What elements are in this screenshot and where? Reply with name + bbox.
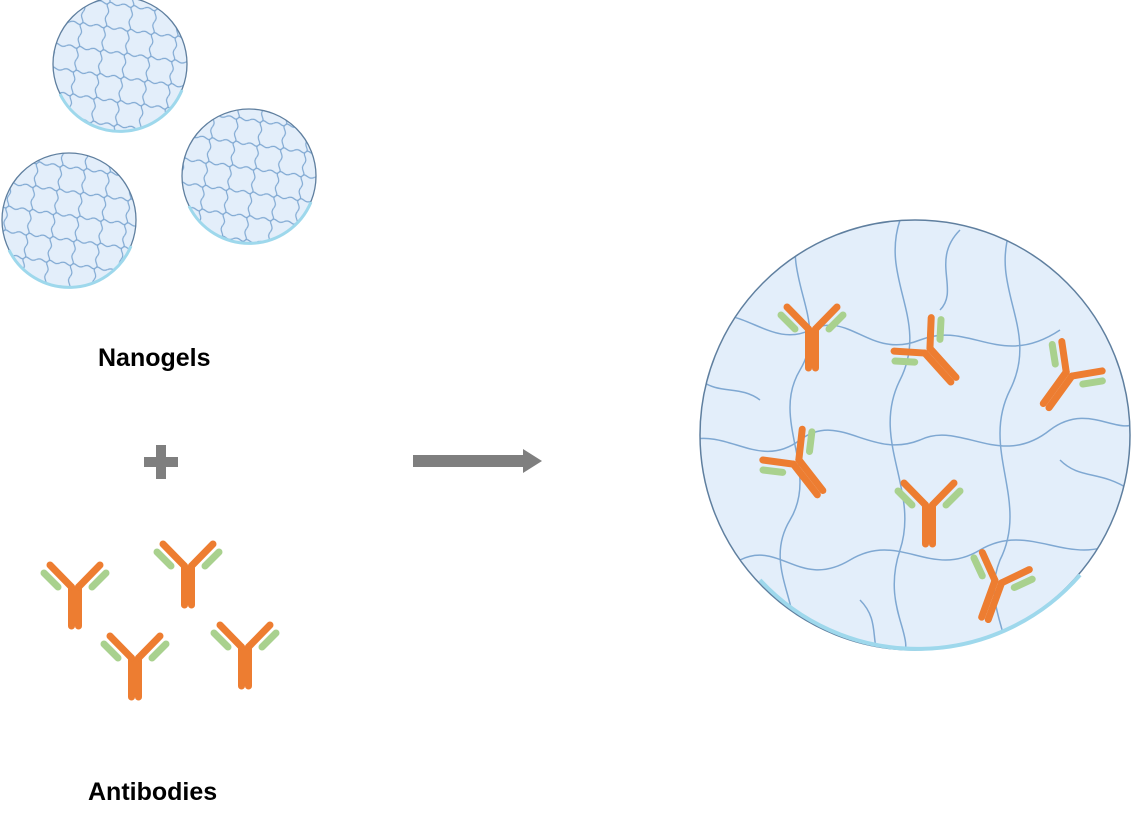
nanogel-particle-right [181, 108, 317, 245]
antibody-loaded-nanogel [699, 219, 1131, 651]
nanogel-particle-left [1, 152, 137, 289]
nanogel-particle-top [52, 0, 188, 133]
nanogels-label: Nanogels [98, 344, 211, 372]
antibody-icon [104, 636, 166, 697]
free-antibodies-group [44, 544, 276, 697]
antibody-icon [44, 565, 106, 626]
antibody-icon [214, 625, 276, 686]
plus-icon [144, 445, 178, 479]
right-arrow-icon [413, 449, 542, 473]
antibodies-label: Antibodies [88, 778, 218, 806]
antibody-icon [157, 544, 219, 605]
